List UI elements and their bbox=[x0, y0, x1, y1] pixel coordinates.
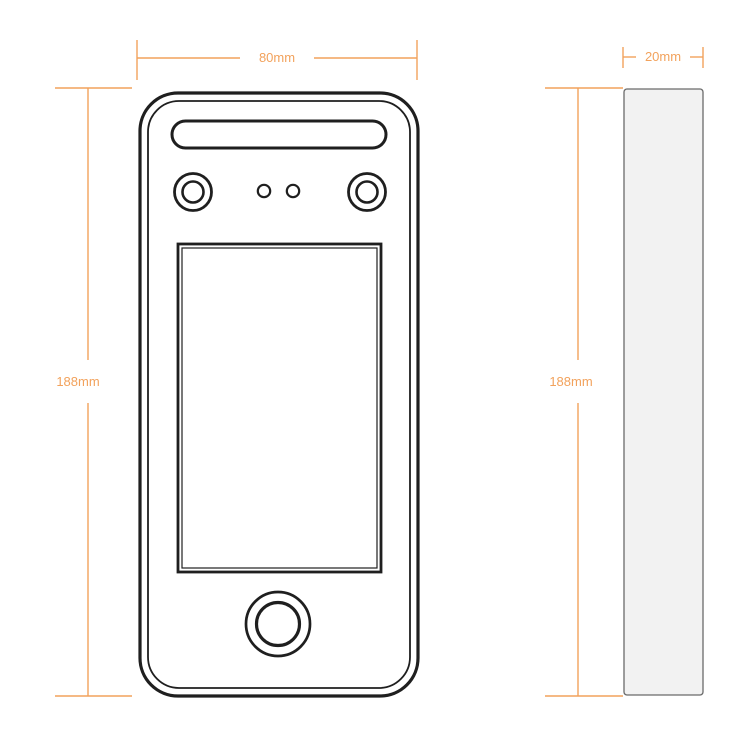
side-height-label: 188mm bbox=[549, 374, 592, 389]
side-view-device bbox=[623, 88, 704, 696]
display-screen bbox=[176, 242, 383, 574]
front-height-label: 188mm bbox=[56, 374, 99, 389]
fingerprint-button-icon bbox=[244, 590, 312, 658]
left-camera-lens-icon bbox=[173, 172, 213, 212]
side-width-dimension: 20mm bbox=[622, 47, 704, 68]
front-width-dimension: 80mm bbox=[136, 40, 418, 80]
device-inner-housing bbox=[147, 100, 411, 689]
side-view-body bbox=[623, 88, 704, 696]
side-width-label: 20mm bbox=[645, 49, 681, 64]
right-camera-lens-icon bbox=[347, 172, 387, 212]
front-width-label: 80mm bbox=[259, 50, 295, 65]
sensor-dot-icon bbox=[256, 183, 301, 199]
front-view-device bbox=[138, 91, 420, 698]
display-screen-inner-edge bbox=[181, 247, 378, 569]
device-outer-housing bbox=[138, 91, 420, 698]
top-light-bar bbox=[170, 119, 388, 150]
side-height-dimension: 188mm bbox=[545, 87, 623, 697]
front-height-dimension: 188mm bbox=[55, 87, 132, 697]
